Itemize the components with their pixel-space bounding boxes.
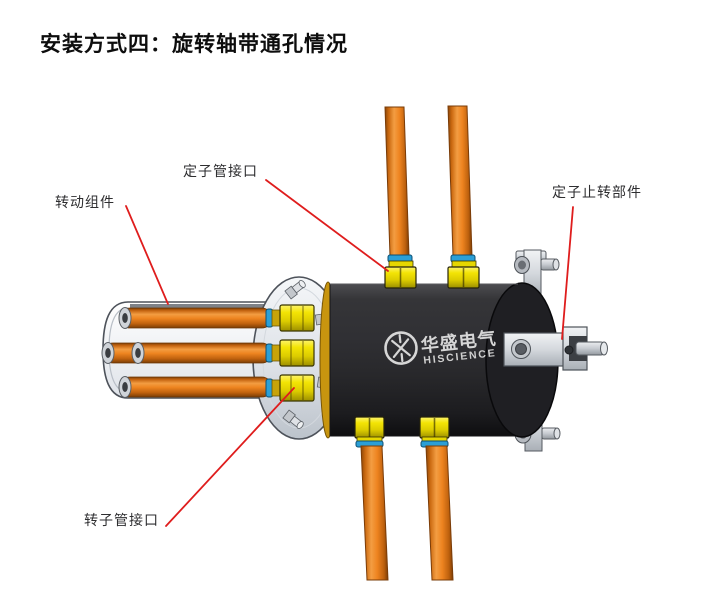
rotor-pipe-fittings [265, 304, 315, 402]
leader-stator-pipe-port [265, 179, 389, 272]
anti-rotation-pin [503, 326, 608, 371]
label-rotor-pipe-port: 转子管接口 [84, 512, 159, 528]
flange-bolt [282, 409, 304, 429]
leader-stator-anti-rotation [561, 206, 574, 340]
label-rotating-assembly: 转动组件 [55, 194, 115, 210]
page-title: 安装方式四：旋转轴带通孔情况 [40, 33, 348, 56]
flange-bolt [284, 280, 306, 300]
label-stator-anti-rotation: 定子止转部件 [552, 184, 642, 200]
rotor-tubes [101, 307, 272, 398]
stator-pipes-bottom [354, 416, 454, 581]
brand-emblem-icon [384, 331, 418, 365]
leader-rotor-pipe-port [165, 387, 295, 527]
leader-rotating-assembly [125, 205, 169, 305]
leader-lines [125, 179, 574, 527]
stator-pipes-top [384, 105, 480, 289]
label-stator-pipe-port: 定子管接口 [183, 163, 258, 179]
